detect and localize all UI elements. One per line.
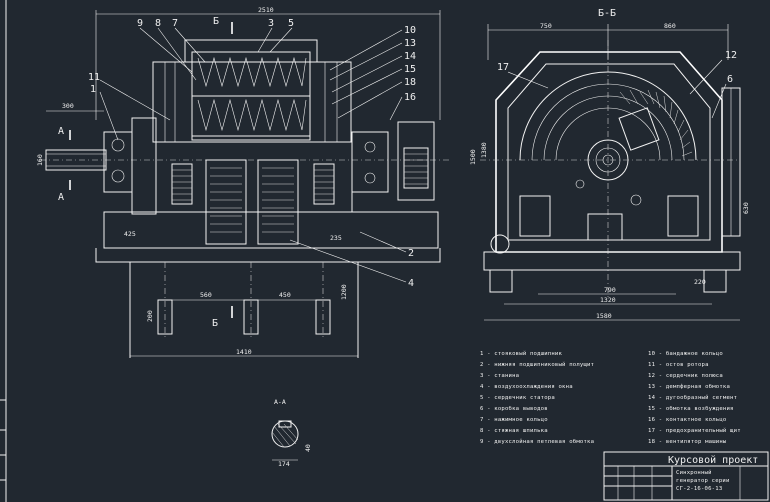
legend-item-6: 6 - коробка выводов xyxy=(480,405,548,412)
legend-item-8: 8 - стяжная шпилька xyxy=(480,428,548,434)
section-mark-bottom: Б xyxy=(212,318,218,329)
legend-item-13: 13 - демпферная обмотка xyxy=(648,383,730,390)
callout-7: 7 xyxy=(172,18,178,29)
callout-6: 6 xyxy=(727,74,733,85)
sheet-border xyxy=(0,0,7,502)
dim-height-axis: 1380 xyxy=(480,142,488,158)
section-bb-title: Б-Б xyxy=(598,8,616,19)
main-view: 2510 Б 160 300 А А xyxy=(36,6,450,358)
section-aa-title: А-А xyxy=(274,398,286,406)
legend-item-14: 14 - дугообразный сегмент xyxy=(648,394,737,401)
callout-16: 16 xyxy=(404,92,416,103)
legend-item-15: 15 - обмотка возбуждения xyxy=(648,405,734,412)
legend-item-4: 4 - воздухоохлаждения окна xyxy=(480,384,573,390)
legend-item-3: 3 - станина xyxy=(480,373,519,379)
dim-base-width: 1580 xyxy=(596,312,612,320)
section-mark-top: Б xyxy=(213,16,219,27)
dim-shaft-dia: 160 xyxy=(36,154,44,166)
callout-4: 4 xyxy=(408,278,414,289)
dim-shaft-ext: 300 xyxy=(62,102,74,110)
title-desc-line1: Синхронный xyxy=(676,470,712,476)
legend-item-2: 2 - нижняя подшипниковый полущит xyxy=(480,362,594,368)
legend-item-12: 12 - сердечник полюса xyxy=(648,373,723,379)
dim-inner-width: 790 xyxy=(604,286,616,294)
parts-legend: 1 - стояковый подшипник 2 - нижняя подши… xyxy=(480,350,741,445)
dim-foot-right: 235 xyxy=(330,234,342,242)
callout-8: 8 xyxy=(155,18,161,29)
title-code: СГ-2-16-06-13 xyxy=(676,486,722,492)
legend-item-18: 18 - вентилятор машины xyxy=(648,439,727,445)
callout-11: 11 xyxy=(88,72,100,83)
legend-item-17: 17 - предохранительный щит xyxy=(648,428,741,434)
dim-key-width: 174 xyxy=(278,460,290,468)
legend-item-16: 16 - контактное кольцо xyxy=(648,417,727,423)
dim-bolt-pitch-1: 560 xyxy=(200,291,212,299)
dim-key-height: 40 xyxy=(304,444,312,452)
dim-height-left: 200 xyxy=(146,310,154,322)
section-mark-a-top: А xyxy=(58,126,64,137)
legend-item-10: 10 - бандажное кольцо xyxy=(648,350,723,357)
callout-5: 5 xyxy=(288,18,294,29)
dim-base-length: 1410 xyxy=(236,348,252,356)
legend-item-11: 11 - остов ротора xyxy=(648,362,709,368)
dim-overall-length: 2510 xyxy=(258,6,274,14)
callout-9: 9 xyxy=(137,18,143,29)
dim-foot-left: 425 xyxy=(124,230,136,238)
legend-item-1: 1 - стояковый подшипник xyxy=(480,351,562,357)
callout-14: 14 xyxy=(404,51,416,62)
callout-15: 15 xyxy=(404,64,416,75)
foundation-bolts xyxy=(157,262,331,340)
dim-bolt-width: 1320 xyxy=(600,296,616,304)
dim-half-left: 750 xyxy=(540,22,552,30)
title-block: Курсовой проект Синхронный генератор сер… xyxy=(603,451,769,501)
title-desc-line2: генератор серии xyxy=(676,478,730,484)
dim-side-offset: 220 xyxy=(694,278,706,286)
callout-10: 10 xyxy=(404,25,416,36)
dim-height-right: 630 xyxy=(742,202,750,214)
legend-item-9: 9 - двухслойная петлевая обмотка xyxy=(480,438,594,445)
section-view-aa: А-А 174 40 xyxy=(271,398,312,468)
section-mark-a-bottom: А xyxy=(58,192,64,203)
dim-height-total: 1500 xyxy=(469,149,477,165)
callout-2: 2 xyxy=(408,248,414,259)
section-view-bb: Б-Б 750 860 xyxy=(469,8,750,321)
callout-1: 1 xyxy=(90,84,96,95)
dim-bolt-pitch-2: 450 xyxy=(279,291,291,299)
dim-half-right: 860 xyxy=(664,22,676,30)
legend-item-7: 7 - нажимное кольцо xyxy=(480,417,548,423)
callout-17: 17 xyxy=(497,62,509,73)
callout-18: 18 xyxy=(404,77,416,88)
callout-12: 12 xyxy=(725,50,737,61)
legend-item-5: 5 - сердечник статора xyxy=(480,395,555,401)
callout-3: 3 xyxy=(268,18,274,29)
callouts-main: 9 8 7 3 5 10 13 14 15 18 16 11 1 2 4 xyxy=(88,18,416,289)
dim-height-right: 1200 xyxy=(340,284,348,300)
title-project: Курсовой проект xyxy=(668,454,758,466)
callout-13: 13 xyxy=(404,38,416,49)
